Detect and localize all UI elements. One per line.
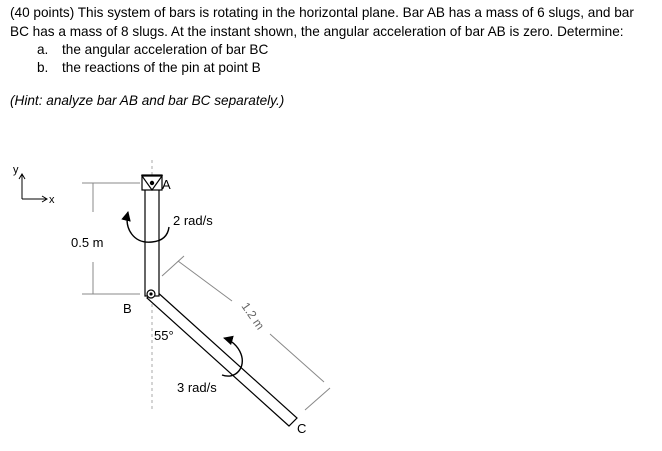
- question-item-b: b. the reactions of the pin at point B: [10, 59, 655, 77]
- question-marker-b: b.: [37, 60, 49, 75]
- pin-support-a: A: [140, 174, 171, 192]
- omega-bc-label: 3 rad/s: [177, 380, 217, 395]
- omega-ab-label: 2 rad/s: [173, 213, 213, 228]
- question-marker-a: a.: [37, 42, 49, 57]
- dimension-bc-label: 1.2 m: [239, 300, 268, 333]
- dimension-bc-ext-b: [161, 255, 185, 277]
- omega-bc-indicator: 3 rad/s: [177, 335, 243, 395]
- omega-ab-indicator: 2 rad/s: [121, 211, 213, 243]
- dimension-ab-label: 0.5 m: [71, 235, 104, 250]
- question-text-a: the angular acceleration of bar BC: [62, 42, 269, 57]
- label-b: B: [123, 301, 132, 316]
- question-item-a: a. the angular acceleration of bar BC: [10, 41, 655, 59]
- pin-a: [149, 180, 155, 186]
- angle-label: 55°: [154, 328, 174, 343]
- label-a: A: [162, 177, 171, 192]
- bar-bc: [146, 289, 298, 427]
- omega-ab-arrow: [121, 211, 170, 243]
- coordinate-axes: y x: [13, 164, 55, 206]
- pin-b: B: [123, 289, 156, 316]
- dimension-ab: 0.5 m: [71, 182, 140, 295]
- question-list: a. the angular acceleration of bar BC b.…: [10, 41, 655, 77]
- x-axis-label: x: [49, 194, 55, 206]
- dimension-bc-ext-c: [304, 387, 331, 411]
- problem-text: (40 points) This system of bars is rotat…: [10, 3, 655, 110]
- pin-b-dot: [149, 292, 153, 296]
- y-axis-label: y: [13, 164, 19, 176]
- hint-text: (Hint: analyze bar AB and bar BC separat…: [10, 93, 285, 108]
- x-axis-head: [41, 195, 48, 203]
- dimension-bc-line-lower: [269, 333, 325, 383]
- omega-bc-arrow: [221, 335, 243, 377]
- dimension-bc-line-upper: [177, 260, 233, 302]
- question-text-b: the reactions of the pin at point B: [62, 60, 261, 75]
- angle-indicator: 55°: [154, 328, 174, 343]
- y-axis-head: [18, 173, 26, 180]
- label-c: C: [297, 421, 306, 436]
- problem-statement: (40 points) This system of bars is rotat…: [10, 5, 634, 39]
